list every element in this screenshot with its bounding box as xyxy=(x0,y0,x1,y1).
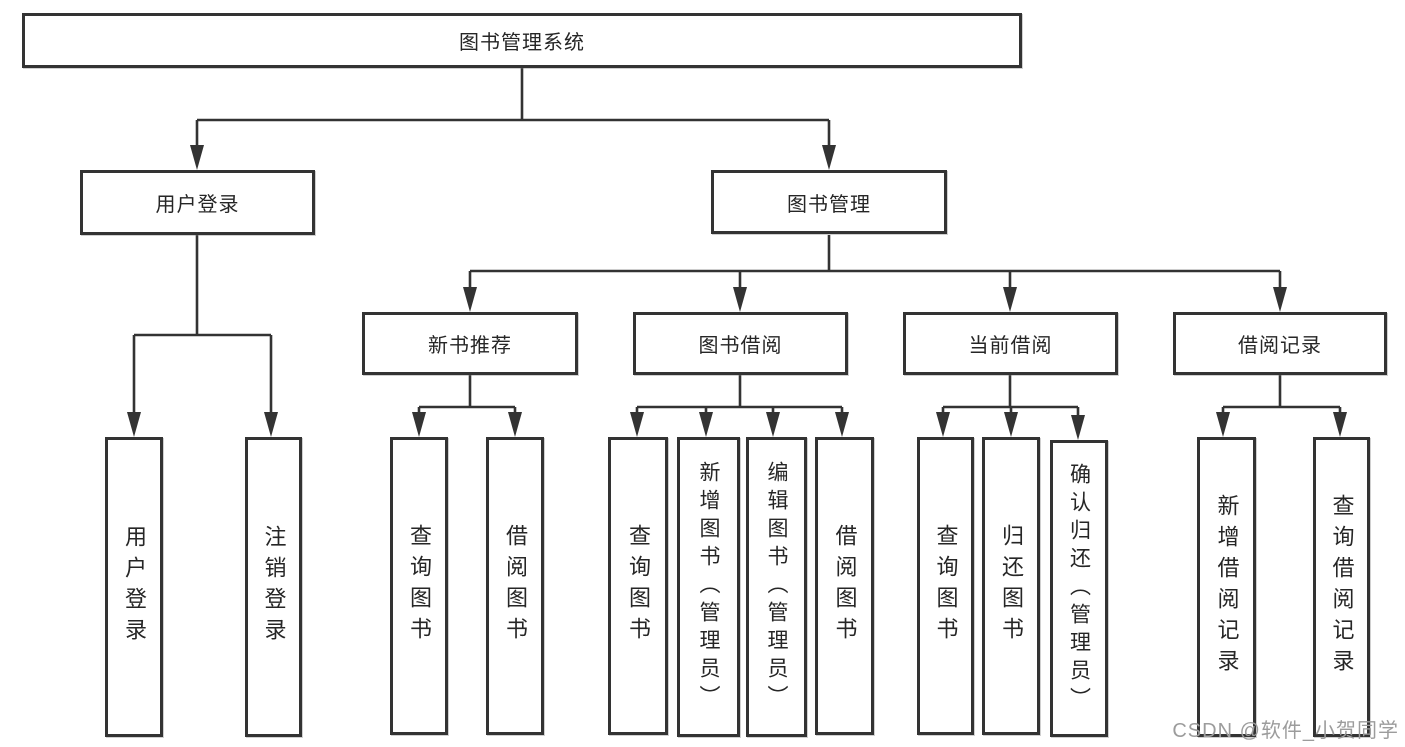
node-borrow-books: 借阅图书 xyxy=(815,437,874,735)
connector-borrow-records-branch xyxy=(1221,375,1342,431)
node-label: 借阅记录 xyxy=(1238,335,1322,357)
arrowheads xyxy=(127,145,1347,440)
node-add-borrow-record: 新增借阅记录 xyxy=(1197,437,1256,737)
node-label: 查询借阅记录 xyxy=(1329,494,1355,680)
node-label: 查询图书 xyxy=(933,524,959,648)
node-label: 注销登录 xyxy=(261,525,287,649)
node-label: 借阅图书 xyxy=(832,524,858,648)
node-borrow-query-books: 查询图书 xyxy=(608,437,668,735)
node-user-login: 用户登录 xyxy=(80,170,315,235)
node-return-books: 归还图书 xyxy=(982,437,1040,735)
node-edit-books-admin: 编辑图书（管理员） xyxy=(746,437,807,737)
csdn-watermark: CSDN @软件_小贺同学 xyxy=(1172,720,1399,742)
connector-user-login-branch xyxy=(132,235,273,431)
node-label: 查询图书 xyxy=(407,524,432,648)
node-new-book-recommend: 新书推荐 xyxy=(362,312,578,375)
node-book-borrow: 图书借阅 xyxy=(633,312,848,375)
node-newbook-query-books: 查询图书 xyxy=(390,437,448,735)
connector-book-borrow-branch xyxy=(635,375,844,431)
node-current-query-books: 查询图书 xyxy=(917,437,974,735)
node-user-login-action: 用户登录 xyxy=(105,437,163,737)
node-borrow-records: 借阅记录 xyxy=(1173,312,1387,375)
node-label: 查询图书 xyxy=(626,524,651,648)
node-label: 确认归还（管理员） xyxy=(1067,462,1091,715)
node-label: 用户登录 xyxy=(155,194,240,216)
node-label: 新增图书（管理员） xyxy=(697,461,720,713)
connector-root-branch xyxy=(195,68,831,164)
node-logout-action: 注销登录 xyxy=(245,437,302,737)
node-label: 当前借阅 xyxy=(968,335,1053,357)
node-label: 图书管理 xyxy=(787,193,871,216)
node-book-management: 图书管理 xyxy=(711,170,947,234)
connector-new-book-branch xyxy=(417,375,517,431)
connector-book-mgmt-branch xyxy=(468,235,1282,306)
node-label: 编辑图书（管理员） xyxy=(765,461,788,713)
node-label: 新增借阅记录 xyxy=(1214,494,1240,680)
node-label: 归还图书 xyxy=(999,524,1024,648)
node-label: 图书管理系统 xyxy=(459,32,585,54)
node-label: 借阅图书 xyxy=(503,524,528,648)
node-confirm-return-admin: 确认归还（管理员） xyxy=(1050,440,1108,737)
node-label: 新书推荐 xyxy=(428,335,512,357)
node-current-borrow: 当前借阅 xyxy=(903,312,1118,375)
node-newbook-borrow-books: 借阅图书 xyxy=(486,437,544,735)
node-system-root: 图书管理系统 xyxy=(22,13,1022,68)
node-query-borrow-record: 查询借阅记录 xyxy=(1313,437,1370,737)
node-add-books-admin: 新增图书（管理员） xyxy=(677,437,740,737)
node-label: 图书借阅 xyxy=(698,335,783,357)
node-label: 用户登录 xyxy=(122,525,147,649)
